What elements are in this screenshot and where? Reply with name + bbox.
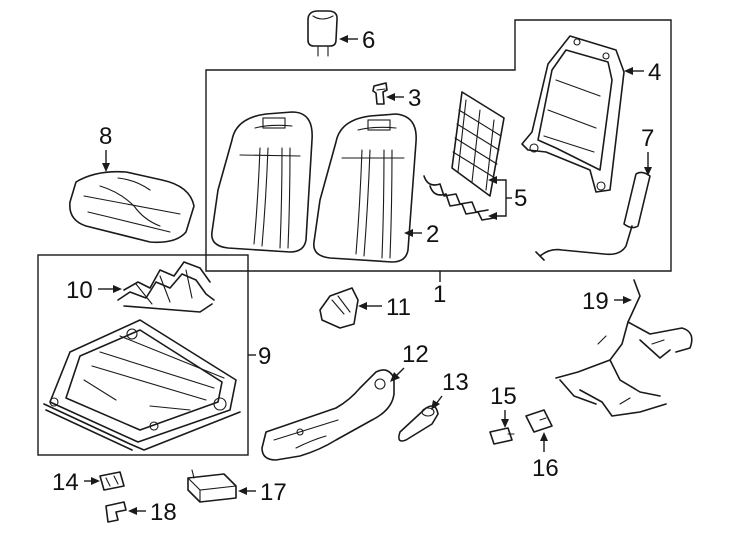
cushion-suspension	[117, 261, 215, 313]
lumbar-support	[423, 91, 505, 221]
connector	[489, 427, 515, 445]
callout-5: 5	[514, 185, 527, 212]
callout-11: 11	[386, 294, 411, 321]
seat-back-frame	[521, 35, 625, 193]
callout-4: 4	[648, 59, 661, 86]
callout-3: 3	[408, 85, 421, 112]
wire-harness	[555, 279, 693, 417]
control-module	[187, 469, 237, 503]
callout-1: 1	[433, 281, 446, 308]
switch-knob	[398, 405, 439, 442]
callout-12: 12	[402, 341, 429, 368]
side-shield	[261, 369, 395, 461]
sensor	[525, 409, 553, 433]
callout-15: 15	[490, 383, 517, 410]
callout-8: 8	[99, 123, 112, 150]
clip	[372, 82, 388, 105]
headrest	[307, 10, 338, 57]
seat-track	[43, 319, 241, 451]
bracket	[319, 287, 359, 329]
callout-13: 13	[442, 369, 469, 396]
callout-7: 7	[641, 125, 654, 152]
seat-cushion	[69, 170, 195, 244]
callout-9: 9	[258, 343, 271, 370]
callout-14: 14	[52, 469, 79, 496]
wire-clip	[105, 501, 127, 523]
seat-back-group-frame	[205, 19, 672, 272]
callout-labels: 1 2 3 4 5 6 7 8 9 10 11 12 13 14 15 16 1…	[52, 27, 661, 526]
callout-2: 2	[426, 221, 439, 248]
callout-18: 18	[150, 499, 177, 526]
callout-16: 16	[532, 455, 559, 482]
callout-10: 10	[66, 277, 93, 304]
callout-19: 19	[582, 288, 609, 315]
callout-17: 17	[260, 479, 287, 506]
leaders	[84, 35, 652, 515]
recliner-cable	[535, 171, 651, 261]
seat-back-cover-left	[211, 111, 313, 253]
seat-back-cover-right	[313, 113, 417, 263]
callout-6: 6	[362, 27, 375, 54]
small-clip	[99, 471, 125, 491]
